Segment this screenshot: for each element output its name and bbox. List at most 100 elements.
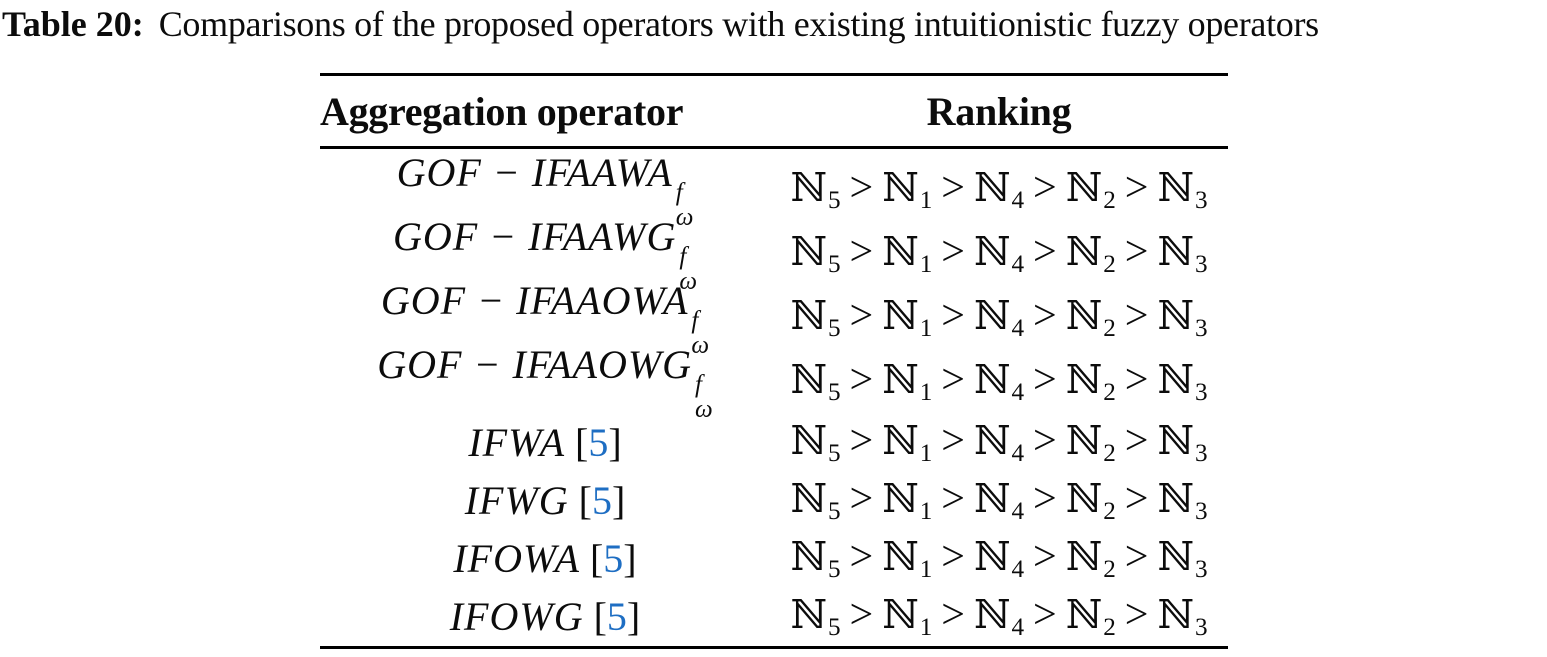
- citation-link[interactable]: 5: [606, 594, 627, 639]
- operator-superscript: f: [695, 371, 702, 398]
- blackboard-n: ℕ: [1157, 357, 1194, 404]
- blackboard-n: ℕ: [1065, 165, 1103, 212]
- set-index: 5: [827, 314, 841, 342]
- greater-than: >: [941, 293, 965, 340]
- set-index: 3: [1194, 378, 1208, 406]
- table-top-rule: [320, 73, 1228, 76]
- set-index: 2: [1103, 378, 1116, 406]
- blackboard-n: ℕ: [973, 476, 1011, 523]
- fuzzy-set-symbol: ℕ1: [882, 418, 933, 467]
- table-header-row: Aggregation operator Ranking: [320, 76, 1228, 146]
- set-index: 2: [1103, 186, 1116, 214]
- ranking-cell: ℕ5>ℕ1>ℕ4>ℕ2>ℕ3: [770, 417, 1228, 468]
- greater-than: >: [1033, 476, 1057, 523]
- set-index: 3: [1194, 439, 1208, 467]
- set-index: 3: [1194, 555, 1208, 583]
- operator-cell: IFOWA[5]: [320, 535, 770, 582]
- table-caption-text: Comparisons of the proposed operators wi…: [158, 4, 1319, 44]
- set-index: 5: [827, 497, 841, 525]
- operator-superscript: f: [679, 243, 687, 270]
- fuzzy-set-symbol: ℕ5: [790, 534, 840, 583]
- set-index: 5: [827, 378, 841, 406]
- fuzzy-set-symbol: ℕ1: [882, 165, 932, 214]
- greater-than: >: [1033, 357, 1057, 404]
- table-caption: Table 20:Comparisons of the proposed ope…: [2, 4, 1547, 45]
- greater-than: >: [1033, 293, 1057, 340]
- blackboard-n: ℕ: [1065, 592, 1103, 639]
- greater-than: >: [849, 229, 874, 276]
- citation-link[interactable]: 5: [591, 478, 612, 523]
- greater-than: >: [1033, 165, 1057, 212]
- set-index: 1: [919, 439, 933, 467]
- ranking-cell: ℕ5>ℕ1>ℕ4>ℕ2>ℕ3: [770, 228, 1228, 279]
- operator-superscript: f: [691, 307, 699, 334]
- operator-subscript: ω: [691, 332, 710, 359]
- fuzzy-set-symbol: ℕ3: [1157, 293, 1207, 342]
- comparison-table: Aggregation operator Ranking GOF − IFAAW…: [320, 73, 1228, 649]
- set-index: 1: [919, 497, 933, 525]
- greater-than: >: [941, 229, 965, 276]
- set-index: 2: [1103, 555, 1116, 583]
- fuzzy-set-symbol: ℕ1: [882, 534, 932, 583]
- set-index: 4: [1011, 497, 1025, 525]
- greater-than: >: [1124, 476, 1149, 523]
- column-header-ranking: Ranking: [926, 88, 1072, 134]
- fuzzy-set-symbol: ℕ5: [790, 229, 840, 278]
- greater-than: >: [849, 476, 874, 523]
- blackboard-n: ℕ: [1157, 229, 1194, 276]
- blackboard-n: ℕ: [790, 293, 827, 340]
- table-row: IFWA[5]ℕ5>ℕ1>ℕ4>ℕ2>ℕ3: [320, 414, 1228, 472]
- fuzzy-set-symbol: ℕ2: [1066, 418, 1116, 467]
- citation-link[interactable]: 5: [603, 536, 624, 581]
- greater-than: >: [941, 592, 965, 639]
- greater-than: >: [941, 165, 965, 212]
- fuzzy-set-symbol: ℕ3: [1157, 165, 1207, 214]
- set-index: 1: [919, 250, 933, 278]
- blackboard-n: ℕ: [1157, 476, 1194, 523]
- greater-than: >: [849, 534, 874, 581]
- greater-than: >: [1124, 357, 1149, 404]
- blackboard-n: ℕ: [1065, 357, 1103, 404]
- citation-bracket-close: ]: [611, 478, 626, 523]
- ranking-cell: ℕ5>ℕ1>ℕ4>ℕ2>ℕ3: [770, 533, 1228, 584]
- blackboard-n: ℕ: [790, 357, 827, 404]
- operator-name: IFOWG: [449, 594, 584, 639]
- set-index: 3: [1194, 613, 1208, 641]
- column-header-operator: Aggregation operator: [320, 88, 684, 134]
- blackboard-n: ℕ: [973, 229, 1011, 276]
- blackboard-n: ℕ: [790, 418, 827, 465]
- greater-than: >: [941, 476, 965, 523]
- fuzzy-set-symbol: ℕ4: [974, 592, 1024, 641]
- set-index: 5: [827, 613, 841, 641]
- fuzzy-set-symbol: ℕ4: [974, 293, 1024, 342]
- fuzzy-set-symbol: ℕ5: [790, 592, 841, 641]
- greater-than: >: [849, 357, 874, 404]
- set-index: 4: [1011, 378, 1025, 406]
- greater-than: >: [849, 418, 874, 465]
- table-bottom-rule: [320, 645, 1228, 649]
- greater-than: >: [1124, 418, 1149, 465]
- citation-link[interactable]: 5: [588, 420, 609, 465]
- fuzzy-set-symbol: ℕ1: [882, 357, 932, 406]
- table-header-rule: [320, 146, 1228, 149]
- set-index: 4: [1011, 186, 1025, 214]
- fuzzy-set-symbol: ℕ2: [1065, 592, 1116, 641]
- greater-than: >: [1033, 229, 1057, 276]
- fuzzy-set-symbol: ℕ3: [1157, 534, 1208, 583]
- operator-subscript: ω: [675, 204, 694, 231]
- citation-bracket-open: [: [589, 536, 604, 581]
- greater-than: >: [1124, 293, 1149, 340]
- blackboard-n: ℕ: [1065, 476, 1103, 523]
- citation: [5]: [575, 420, 622, 465]
- greater-than: >: [849, 165, 874, 212]
- set-index: 3: [1194, 250, 1208, 278]
- citation: [5]: [590, 536, 637, 581]
- greater-than: >: [941, 534, 965, 581]
- greater-than: >: [1124, 592, 1149, 639]
- fuzzy-set-symbol: ℕ4: [974, 165, 1025, 214]
